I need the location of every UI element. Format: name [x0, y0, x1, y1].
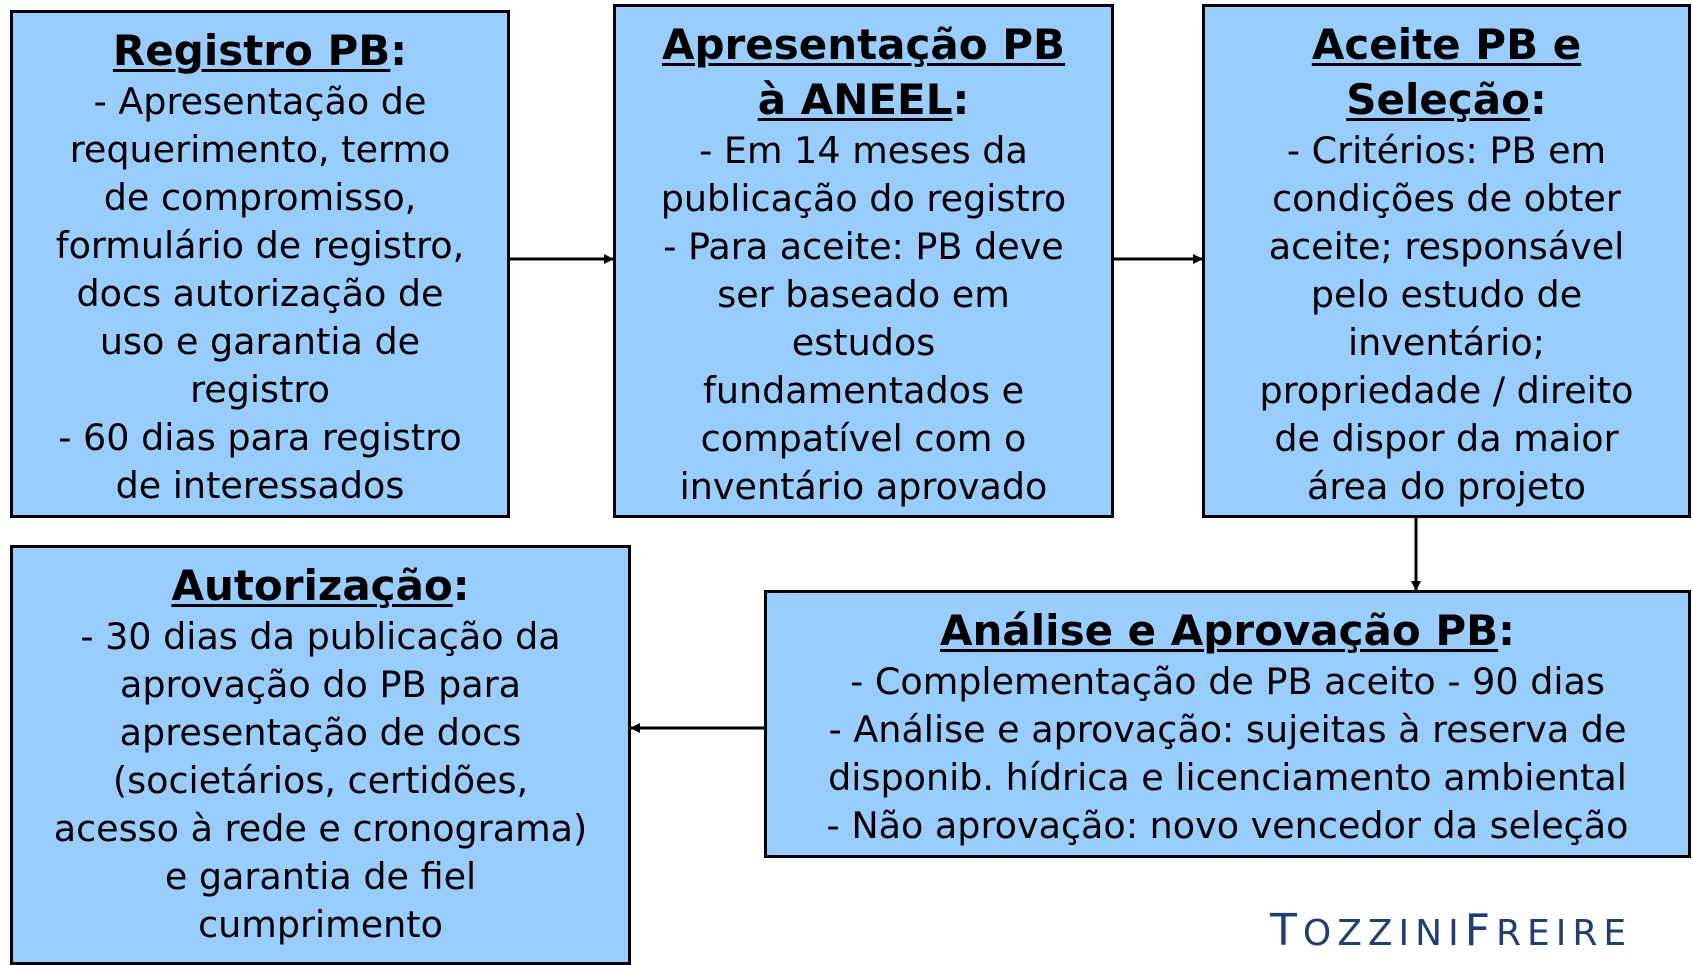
- aceite-line: aceite; responsável: [1268, 225, 1625, 268]
- autorizacao-line: aprovação do PB para: [119, 663, 522, 706]
- aceite-line: propriedade / direito: [1259, 369, 1634, 412]
- apresentacao-pb-box: Apresentação PB à ANEEL: - Em 14 meses d…: [613, 4, 1114, 518]
- analise-aprovacao-box: Análise e Aprovação PB: - Complementação…: [764, 590, 1691, 858]
- aceite-line: condições de obter: [1272, 177, 1621, 220]
- apresentacao-line: compatível com o: [700, 417, 1027, 460]
- analise-line: disponib. hídrica e licenciamento ambien…: [828, 756, 1627, 799]
- registro-line: docs autorização de: [76, 272, 444, 315]
- apresentacao-pb-title: Apresentação PB à ANEEL:: [661, 20, 1066, 124]
- apresentacao-line: fundamentados e: [702, 369, 1025, 412]
- registro-line: uso e garantia de: [99, 320, 421, 363]
- aceite-line: - Critérios: PB em: [1286, 129, 1607, 172]
- registro-line: - 60 dias para registro: [58, 416, 462, 459]
- apresentacao-line: estudos: [791, 321, 936, 364]
- registro-pb-title: Registro PB:: [112, 26, 408, 75]
- analise-line: - Complementação de PB aceito - 90 dias: [850, 660, 1605, 703]
- aceite-line: inventário;: [1348, 321, 1545, 364]
- registro-line: registro: [190, 368, 330, 411]
- aceite-pb-title: Aceite PB e Seleção:: [1311, 20, 1582, 124]
- registro-pb-box: Registro PB: - Apresentação de requerime…: [10, 10, 510, 518]
- autorizacao-line: e garantia de fiel: [164, 855, 477, 898]
- apresentacao-line: ser baseado em: [717, 273, 1010, 316]
- registro-line: formulário de registro,: [55, 224, 465, 267]
- registro-line: requerimento, termo: [69, 128, 451, 171]
- apresentacao-line: inventário aprovado: [679, 465, 1048, 508]
- apresentacao-line: publicação do registro: [660, 177, 1067, 220]
- analise-line: - Não aprovação: novo vencedor da seleçã…: [826, 804, 1629, 847]
- autorizacao-line: acesso à rede e cronograma): [53, 807, 588, 850]
- registro-line: de compromisso,: [103, 176, 417, 219]
- autorizacao-line: - 30 dias da publicação da: [80, 615, 561, 658]
- aceite-line: área do projeto: [1306, 465, 1587, 508]
- analise-aprovacao-title: Análise e Aprovação PB:: [940, 606, 1515, 655]
- autorizacao-box: Autorização: - 30 dias da publicação da …: [10, 545, 631, 965]
- registro-line: - Apresentação de: [93, 80, 427, 123]
- analise-line: - Análise e aprovação: sujeitas à reserv…: [828, 708, 1627, 751]
- autorizacao-line: (societários, certidões,: [112, 759, 529, 802]
- tozzinifreire-logo: TOZZINIFREIRE: [1270, 908, 1633, 953]
- autorizacao-line: cumprimento: [198, 903, 443, 946]
- aceite-pb-box: Aceite PB e Seleção: - Critérios: PB em …: [1202, 4, 1691, 518]
- autorizacao-line: apresentação de docs: [119, 711, 522, 754]
- apresentacao-line: - Em 14 meses da: [699, 129, 1028, 172]
- aceite-line: pelo estudo de: [1310, 273, 1583, 316]
- aceite-line: de dispor da maior: [1274, 417, 1619, 460]
- registro-line: de interessados: [115, 464, 405, 507]
- apresentacao-line: - Para aceite: PB deve: [663, 225, 1064, 268]
- autorizacao-title: Autorização:: [171, 561, 470, 610]
